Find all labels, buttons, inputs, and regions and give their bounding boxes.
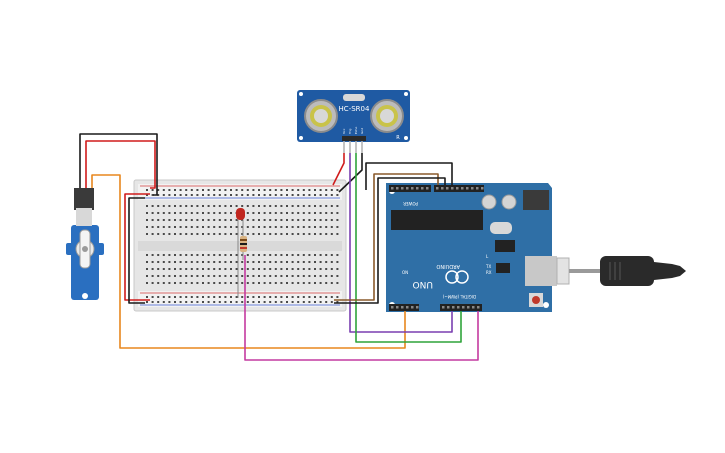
sensor-pin-echo: Echo bbox=[354, 127, 358, 134]
wire-red-servo bbox=[85, 140, 156, 189]
resistor[interactable] bbox=[237, 228, 247, 298]
arduino-tx-label: TX bbox=[485, 264, 491, 269]
wire-red-sensor bbox=[332, 153, 345, 186]
wire-black-servo bbox=[79, 133, 158, 196]
wire-green-sensor bbox=[355, 153, 462, 343]
arduino-on-label: ON bbox=[402, 270, 408, 275]
arduino-model-label: UNO bbox=[413, 279, 433, 289]
arduino-board[interactable]: ARDUINO UNO POWER DIGITAL (PWM~) ON TX R… bbox=[386, 183, 557, 312]
arduino-l-label: L bbox=[486, 254, 489, 259]
servo-motor[interactable] bbox=[66, 188, 104, 300]
wire-purple-sensor bbox=[349, 153, 453, 333]
sensor-pin-vcc: Vcc bbox=[342, 128, 346, 134]
arduino-brand-label: ARDUINO bbox=[436, 263, 460, 269]
sensor-corner-label: R bbox=[396, 135, 400, 141]
sensor-pin-gnd: Gnd bbox=[360, 128, 364, 134]
wires bbox=[79, 133, 479, 361]
sensor-pin-labels: Vcc Trig Echo Gnd bbox=[342, 127, 364, 135]
arduino-header-pins bbox=[391, 187, 484, 309]
wire-magenta-led bbox=[244, 255, 479, 361]
ultrasonic-sensor[interactable]: HC-SR04 R Vcc Trig Echo Gnd bbox=[297, 90, 410, 153]
led[interactable] bbox=[236, 208, 245, 228]
usb-cable bbox=[556, 256, 686, 286]
sensor-model-label: HC-SR04 bbox=[339, 105, 370, 113]
wire-black-arduino bbox=[365, 162, 453, 190]
wire-black-rail-left bbox=[128, 197, 145, 304]
wire-black-arduino-gnd bbox=[334, 177, 446, 304]
wire-red-rail-left bbox=[124, 193, 150, 301]
arduino-power-header-label: POWER bbox=[403, 201, 418, 206]
wire-black-sensor bbox=[338, 153, 363, 193]
sensor-pin-trig: Trig bbox=[348, 129, 352, 135]
arduino-rx-label: RX bbox=[486, 270, 492, 275]
arduino-digital-header-label: DIGITAL (PWM~) bbox=[442, 294, 476, 299]
breadboard-holes bbox=[146, 189, 339, 303]
